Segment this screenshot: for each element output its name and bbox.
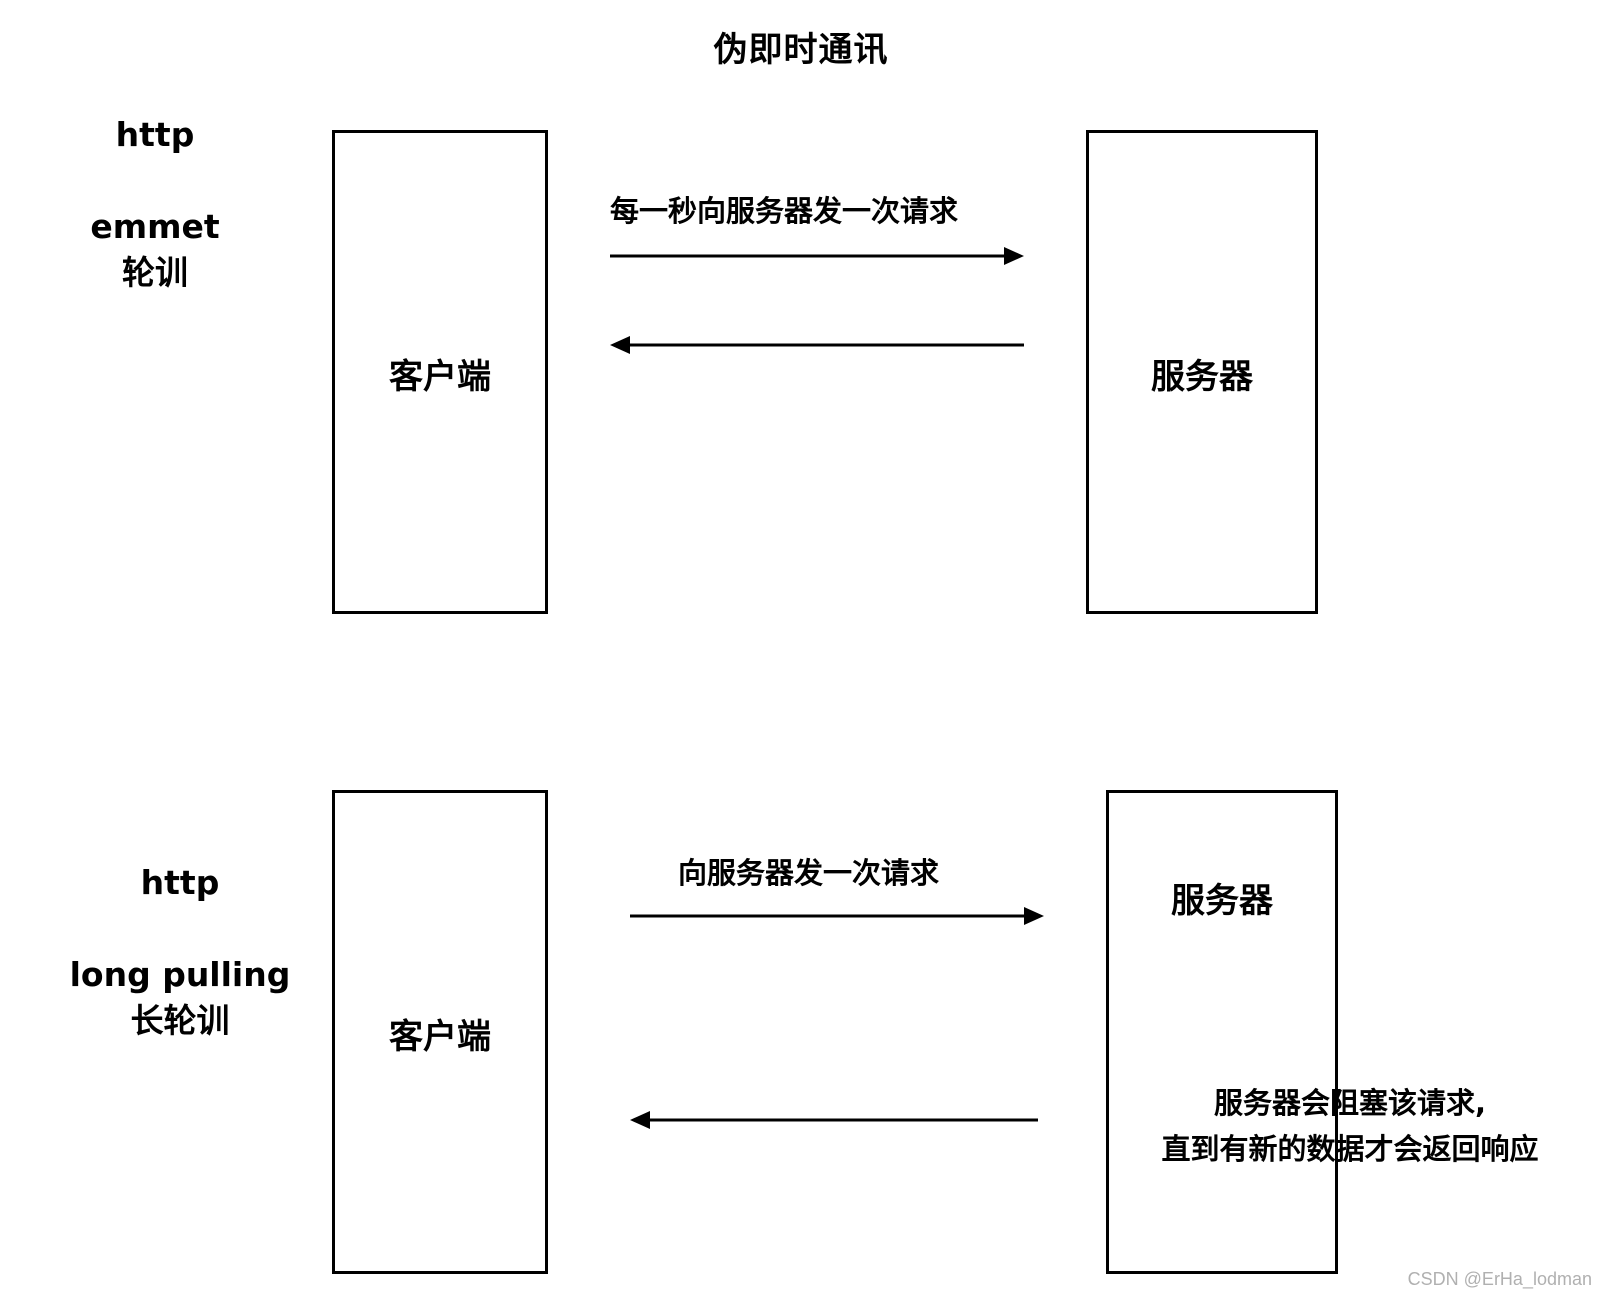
bottom-response-arrow — [630, 1111, 1038, 1129]
bottom-protocol-label: http — [140, 863, 220, 902]
top-protocol-label: http — [115, 115, 195, 154]
bottom-client-label: 客户端 — [389, 1017, 491, 1057]
top-request-label: 每一秒向服务器发一次请求 — [610, 194, 959, 228]
bottom-client-box: 客户端 — [332, 790, 548, 1274]
top-response-arrow — [610, 336, 1024, 354]
bottom-request-label: 向服务器发一次请求 — [678, 856, 940, 890]
server-block-note-line1: 服务器会阻塞该请求, — [1213, 1086, 1487, 1120]
bottom-server-box: 服务器 — [1106, 790, 1338, 1274]
top-client-box: 客户端 — [332, 130, 548, 614]
server-block-note-line2: 直到有新的数据才会返回响应 — [1161, 1132, 1539, 1166]
bottom-request-arrow — [630, 907, 1044, 925]
top-request-arrow — [610, 247, 1024, 265]
bottom-method-label: long pulling — [69, 955, 291, 994]
top-method-cn-label: 轮训 — [122, 253, 188, 292]
bottom-server-label: 服务器 — [1171, 881, 1273, 921]
watermark: CSDN @ErHa_lodman — [1407, 1269, 1592, 1289]
bottom-method-cn-label: 长轮训 — [130, 1001, 230, 1040]
top-server-label: 服务器 — [1151, 357, 1253, 397]
diagram-title: 伪即时通讯 — [713, 30, 889, 70]
top-server-box: 服务器 — [1086, 130, 1318, 614]
top-method-label: emmet — [90, 207, 220, 246]
top-client-label: 客户端 — [389, 357, 491, 397]
